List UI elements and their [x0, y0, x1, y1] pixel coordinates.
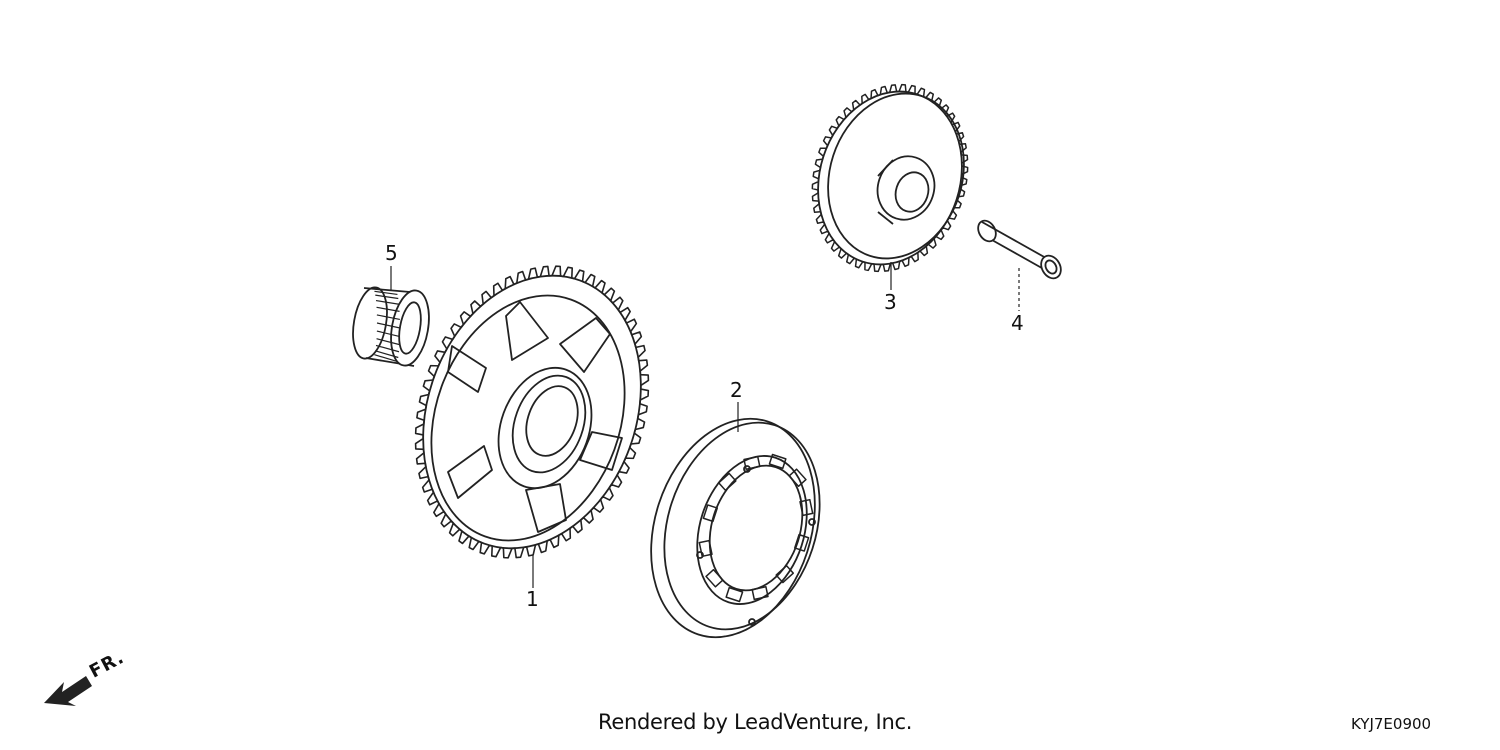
starter-clutch[interactable]: [624, 397, 845, 658]
callout-part-3: 3: [884, 290, 897, 314]
starter-driven-gear[interactable]: [386, 245, 677, 579]
needle-bearing[interactable]: [348, 285, 434, 369]
callout-part-2: 2: [730, 378, 743, 402]
arrow-down-left-icon: [44, 676, 92, 706]
callout-part-4: 4: [1011, 311, 1024, 335]
starter-idle-gear[interactable]: [796, 73, 984, 284]
callout-part-5: 5: [385, 241, 398, 265]
diagram-code: KYJ7E0900: [1351, 715, 1432, 733]
footer-credit: Rendered by LeadVenture, Inc.: [598, 710, 913, 734]
callout-part-1: 1: [526, 587, 539, 611]
idle-gear-shaft[interactable]: [975, 217, 1065, 281]
